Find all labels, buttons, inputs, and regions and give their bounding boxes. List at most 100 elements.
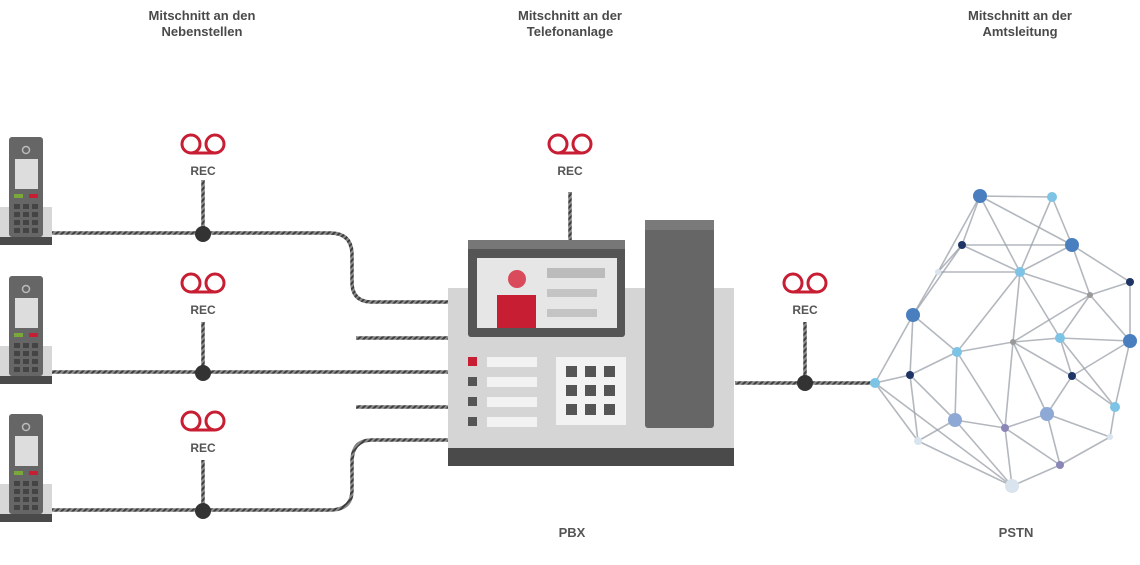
network-node xyxy=(1040,407,1054,421)
network-node xyxy=(958,241,966,249)
handset-keypad-key xyxy=(23,367,29,372)
network-link xyxy=(1004,427,1061,466)
keypad-key xyxy=(604,385,615,396)
handset-end-key xyxy=(29,194,38,198)
network-node xyxy=(1126,278,1134,286)
network-link xyxy=(961,244,1021,273)
network-link xyxy=(954,419,1013,487)
cable-extension-3 xyxy=(52,438,448,512)
keypad-key xyxy=(585,366,596,377)
handset-2-icon xyxy=(0,276,52,384)
heading-extensions-line-1: Mitschnitt an den xyxy=(149,8,256,23)
network-node xyxy=(1065,238,1079,252)
network-link xyxy=(1051,196,1073,246)
pbx-display-frame-top xyxy=(468,240,625,249)
contact-avatar-head xyxy=(508,270,526,288)
handset-keypad-key xyxy=(32,481,38,486)
network-link xyxy=(1019,196,1053,273)
network-nodes xyxy=(870,189,1137,493)
handset-call-key xyxy=(14,471,23,475)
rec-pbx-indicator: REC xyxy=(547,133,593,178)
rec-trunk-indicator: REC xyxy=(782,272,828,317)
network-link xyxy=(874,374,911,384)
junction-ext-2 xyxy=(195,365,211,381)
extra-ports xyxy=(356,336,448,409)
handset-earpiece xyxy=(21,284,31,294)
heading-trunk: Mitschnitt an der Amtsleitung xyxy=(968,8,1072,39)
handset-keypad-key xyxy=(14,351,20,356)
network-node xyxy=(1110,402,1120,412)
handset-end-key xyxy=(29,471,38,475)
network-link xyxy=(1046,413,1061,466)
network-link xyxy=(1012,294,1091,343)
network-link xyxy=(1012,341,1048,415)
network-link xyxy=(1071,244,1091,296)
handset-keypad-key xyxy=(32,343,38,348)
handset-keypad-key xyxy=(23,505,29,510)
network-link xyxy=(979,195,1021,273)
contact-avatar-body xyxy=(497,295,536,328)
handset-keypad-key xyxy=(23,220,29,225)
handset-end-key xyxy=(29,333,38,337)
handset-keypad-key xyxy=(14,220,20,225)
heading-pbx: Mitschnitt an der Telefonanlage xyxy=(518,8,622,39)
handset-keypad-key xyxy=(14,505,20,510)
keypad-key xyxy=(585,404,596,415)
handset-keypad-key xyxy=(23,359,29,364)
handset-keypad-key xyxy=(14,497,20,502)
handset-keypad-key xyxy=(23,481,29,486)
pbx-handset-top xyxy=(645,220,714,230)
network-link xyxy=(954,419,1006,429)
network-link xyxy=(912,244,963,316)
network-link xyxy=(961,195,981,246)
handset-keypad-key xyxy=(32,351,38,356)
handset-1-icon xyxy=(0,137,52,245)
tape-reel-right-icon xyxy=(204,272,226,294)
network-link xyxy=(874,314,914,384)
network-node xyxy=(1010,339,1016,345)
handset-keypad-key xyxy=(14,228,20,233)
network-link xyxy=(1012,341,1073,377)
network-link xyxy=(1071,244,1131,283)
pstn-label: PSTN xyxy=(999,525,1034,540)
handset-keypad-key xyxy=(23,489,29,494)
rec-label: REC xyxy=(190,303,216,317)
tape-reel-right-icon xyxy=(204,410,226,432)
handset-keypad-key xyxy=(32,497,38,502)
keypad-key xyxy=(604,366,615,377)
network-link xyxy=(874,382,919,442)
handset-call-key xyxy=(14,194,23,198)
network-link xyxy=(917,419,956,442)
screen-line-1 xyxy=(547,268,605,278)
rec-label: REC xyxy=(190,441,216,455)
heading-pbx-line-1: Mitschnitt an der xyxy=(518,8,622,23)
network-link xyxy=(1109,406,1116,438)
network-link xyxy=(909,374,956,421)
rec-ext-2-indicator: REC xyxy=(180,272,226,317)
handset-screen xyxy=(15,298,38,328)
handset-cradle-base xyxy=(0,237,52,245)
network-link xyxy=(1046,375,1073,415)
network-link xyxy=(1004,427,1013,487)
line-key-list xyxy=(468,357,537,427)
keypad xyxy=(566,366,615,415)
network-link xyxy=(1071,375,1116,408)
handset-screen xyxy=(15,159,38,189)
junction-trunk xyxy=(797,375,813,391)
network-node xyxy=(906,371,914,379)
line-key-led-3 xyxy=(468,397,477,406)
handset-keypad-key xyxy=(23,351,29,356)
network-link xyxy=(956,271,1021,353)
network-node xyxy=(1107,434,1113,440)
line-key-led-2 xyxy=(468,377,477,386)
network-link xyxy=(1019,244,1073,273)
keypad-key xyxy=(566,366,577,377)
tape-reel-right-icon xyxy=(571,133,593,155)
network-link xyxy=(917,440,1013,487)
keypad-key xyxy=(566,404,577,415)
handset-keypad-key xyxy=(32,228,38,233)
network-node xyxy=(1015,267,1025,277)
handset-keypad-key xyxy=(32,367,38,372)
